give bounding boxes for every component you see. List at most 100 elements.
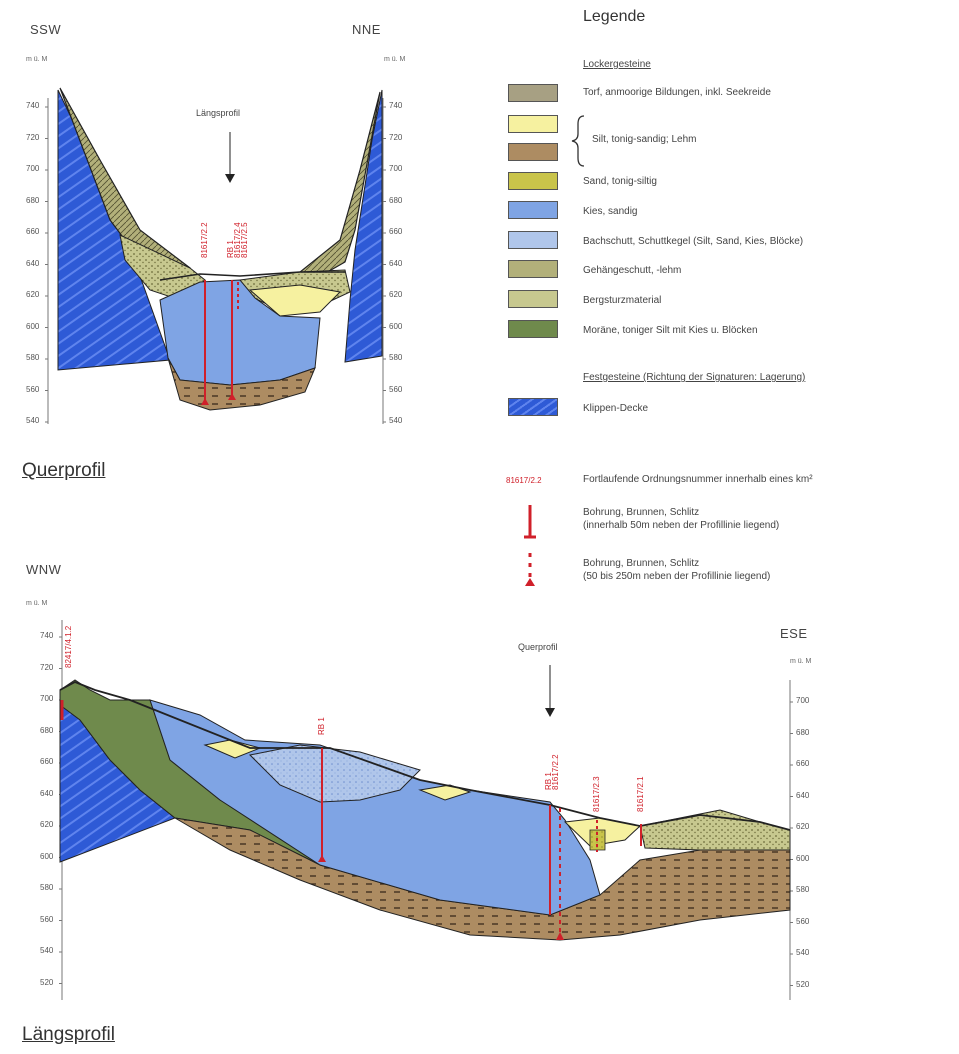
legend-brace bbox=[571, 115, 585, 167]
bore-label: 81617/2.2 bbox=[200, 222, 209, 258]
bore-label: RB 1 bbox=[317, 717, 326, 735]
tick-label: 680 bbox=[26, 195, 40, 205]
bore-label: 81617/2.5 bbox=[240, 222, 249, 258]
legend-bore-near-1: Bohrung, Brunnen, Schlitz bbox=[583, 507, 700, 518]
swatch-gehaenge bbox=[508, 260, 558, 278]
legend-torf: Torf, anmoorige Bildungen, inkl. Seekrei… bbox=[583, 87, 771, 98]
legend-silt: Silt, tonig-sandig; Lehm bbox=[592, 134, 697, 145]
tick-label: 620 bbox=[389, 290, 403, 299]
tick-label: 540 bbox=[796, 948, 810, 957]
querprofil-bore-1-end bbox=[201, 398, 209, 405]
bore-far-end bbox=[525, 578, 535, 586]
legend-bore-near-2: (innerhalb 50m neben der Profillinie lie… bbox=[583, 520, 780, 531]
tick-label: 560 bbox=[389, 384, 403, 394]
laengsprofil-silt-2 bbox=[418, 784, 472, 801]
legend-number-sample: 81617/2.2 bbox=[506, 476, 542, 485]
querprofil-right-direction: NNE bbox=[352, 22, 381, 37]
laengsprofil-bore-3-end bbox=[556, 932, 564, 940]
tick-label: 520 bbox=[796, 979, 810, 989]
legend-sand: Sand, tonig-siltig bbox=[583, 176, 657, 187]
querprofil-bore-2-end bbox=[228, 393, 236, 400]
querprofil-left-direction: SSW bbox=[30, 22, 62, 37]
legend-moraene: Moräne, toniger Silt mit Kies u. Blöcken bbox=[583, 325, 758, 336]
swatch-moraene bbox=[508, 320, 558, 338]
laengsprofil-bore-1-end bbox=[318, 855, 326, 862]
tick-label: 700 bbox=[40, 694, 54, 703]
querprofil-marker-label: Längsprofil bbox=[196, 108, 241, 118]
bore-label: 81617/2.1 bbox=[636, 776, 645, 812]
bore-label: 82417/4.1.2 bbox=[64, 625, 73, 668]
tick-label: 540 bbox=[40, 946, 54, 955]
swatch-bergsturz bbox=[508, 290, 558, 308]
legend-kies: Kies, sandig bbox=[583, 206, 638, 217]
swatch-torf bbox=[508, 84, 558, 102]
swatch-lehm bbox=[508, 143, 558, 161]
laengsprofil-surface bbox=[59, 681, 791, 831]
tick-label: 640 bbox=[796, 790, 810, 800]
laengsprofil-marker-arrow bbox=[545, 708, 555, 717]
tick-label: 740 bbox=[389, 101, 403, 110]
legend-number-text: Fortlaufende Ordnungsnummer innerhalb ei… bbox=[583, 474, 813, 485]
tick-label: 540 bbox=[389, 416, 403, 425]
tick-label: 680 bbox=[796, 727, 810, 737]
tick-label: 560 bbox=[796, 916, 810, 926]
tick-label: 620 bbox=[26, 290, 40, 299]
laengsprofil-diagram bbox=[59, 620, 793, 1000]
tick-label: 740 bbox=[26, 101, 40, 110]
querprofil-diagram bbox=[45, 87, 386, 424]
tick-label: 600 bbox=[796, 853, 810, 863]
legend-bore-far-2: (50 bis 250m neben der Profillinie liege… bbox=[583, 571, 771, 582]
laengsprofil-right-unit: m ü. M bbox=[790, 658, 812, 665]
querprofil-marker-arrow bbox=[225, 174, 235, 183]
tick-label: 700 bbox=[389, 164, 403, 173]
tick-label: 620 bbox=[40, 820, 54, 829]
legend-gehaenge: Gehängeschutt, -lehm bbox=[583, 265, 682, 276]
laengsprofil-marker-label: Querprofil bbox=[518, 642, 558, 652]
legend-loose-title: Lockergesteine bbox=[583, 59, 651, 70]
tick-label: 700 bbox=[796, 696, 810, 705]
tick-label: 660 bbox=[796, 759, 810, 768]
bore-label: 81617/2.2 bbox=[551, 754, 560, 790]
tick-label: 600 bbox=[389, 321, 403, 331]
querprofil-right-unit: m ü. M bbox=[384, 56, 406, 63]
legend-bore-far-1: Bohrung, Brunnen, Schlitz bbox=[583, 558, 700, 569]
querprofil-silt-lens bbox=[248, 284, 342, 317]
tick-label: 560 bbox=[40, 914, 54, 924]
tick-label: 620 bbox=[796, 822, 810, 831]
tick-label: 520 bbox=[40, 977, 54, 987]
tick-label: 660 bbox=[389, 227, 403, 236]
tick-label: 580 bbox=[26, 353, 40, 362]
bore-label: 81617/2.3 bbox=[592, 776, 601, 812]
tick-label: 720 bbox=[40, 662, 54, 672]
swatch-kies bbox=[508, 201, 558, 219]
swatch-bachschutt bbox=[508, 231, 558, 249]
querprofil-left-unit: m ü. M bbox=[26, 56, 48, 63]
querprofil-surface bbox=[159, 271, 345, 281]
querprofil-klippen-left bbox=[57, 89, 171, 371]
tick-label: 600 bbox=[40, 851, 54, 861]
tick-label: 660 bbox=[26, 227, 40, 236]
querprofil-klippen-right bbox=[344, 89, 383, 363]
tick-label: 680 bbox=[389, 195, 403, 205]
querprofil-ticks bbox=[45, 106, 386, 423]
tick-label: 580 bbox=[40, 883, 54, 892]
laengsprofil-left-unit: m ü. M bbox=[26, 600, 48, 607]
legend-title: Legende bbox=[583, 8, 646, 25]
laengsprofil-title: Längsprofil bbox=[22, 1024, 115, 1045]
laengsprofil-right-direction: ESE bbox=[780, 626, 808, 641]
querprofil-title: Querprofil bbox=[22, 460, 106, 481]
tick-label: 600 bbox=[26, 321, 40, 331]
tick-label: 580 bbox=[796, 885, 810, 894]
tick-label: 660 bbox=[40, 757, 54, 766]
tick-label: 560 bbox=[26, 384, 40, 394]
tick-label: 700 bbox=[26, 164, 40, 173]
tick-label: 640 bbox=[26, 258, 40, 268]
legend-klippen: Klippen-Decke bbox=[583, 403, 649, 414]
tick-label: 720 bbox=[26, 132, 40, 142]
laengsprofil-left-direction: WNW bbox=[26, 562, 62, 577]
tick-label: 640 bbox=[389, 258, 403, 268]
tick-label: 580 bbox=[389, 353, 403, 362]
tick-label: 720 bbox=[389, 132, 403, 142]
tick-label: 540 bbox=[26, 416, 40, 425]
